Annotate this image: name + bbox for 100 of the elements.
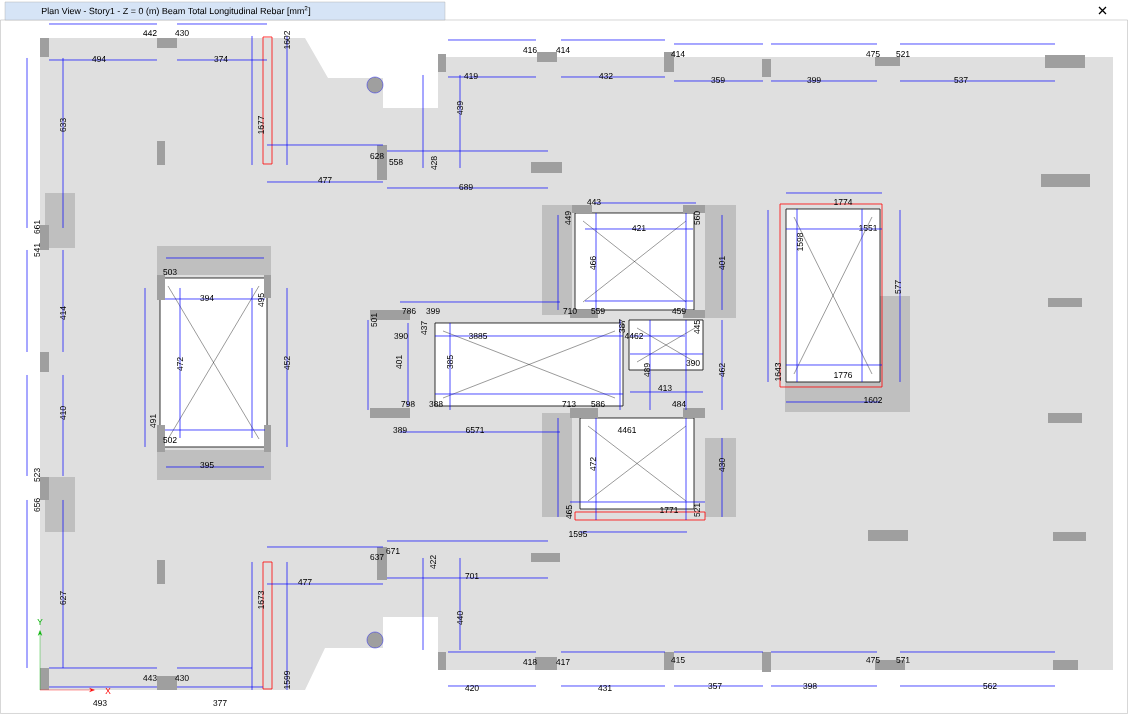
rebar-value: 472 <box>177 357 183 371</box>
rebar-value: 710 <box>563 308 577 314</box>
rebar-value: 390 <box>686 360 700 366</box>
rebar-value: 491 <box>150 414 156 428</box>
rebar-value: 437 <box>421 321 427 335</box>
rebar-value: 1643 <box>775 362 781 381</box>
rebar-value: 1771 <box>660 507 678 513</box>
rebar-value: 1551 <box>859 225 877 231</box>
axis-label: Y <box>37 619 43 625</box>
rebar-value: 4462 <box>624 333 643 339</box>
rebar-value: 502 <box>163 437 177 443</box>
rebar-value: 387 <box>619 319 625 333</box>
rebar-value: 521 <box>694 503 700 517</box>
title-tab: Plan View - Story1 - Z = 0 (m) Beam Total Longitudinal Rebar [mm$^{2}$] <box>4 1 446 21</box>
rebar-value: 633 <box>60 118 66 132</box>
rebar-value: 430 <box>719 458 725 472</box>
rebar-value: 439 <box>457 101 463 115</box>
rebar-value: 495 <box>258 293 264 307</box>
rebar-value: 399 <box>807 77 821 83</box>
rebar-value: 537 <box>954 77 968 83</box>
rebar-value: 432 <box>599 73 613 79</box>
rebar-value: 503 <box>163 269 177 275</box>
rebar-value: 417 <box>556 659 570 665</box>
rebar-value: 586 <box>591 401 605 407</box>
rebar-value: 701 <box>465 573 479 579</box>
rebar-value: 430 <box>175 675 189 681</box>
rebar-value: 413 <box>658 385 672 391</box>
rebar-value: 562 <box>983 683 997 689</box>
rebar-value: 431 <box>598 685 612 691</box>
rebar-value: 418 <box>523 659 537 665</box>
rebar-value: 388 <box>429 401 443 407</box>
rebar-value: 558 <box>389 159 403 165</box>
rebar-value: 4461 <box>617 427 636 433</box>
rebar-value: 414 <box>60 306 66 320</box>
rebar-value: 493 <box>93 700 107 706</box>
rebar-value: 415 <box>671 657 685 663</box>
rebar-value: 449 <box>565 211 571 225</box>
rebar-value: 430 <box>175 30 189 36</box>
rebar-value: 1677 <box>258 116 264 134</box>
rebar-value: 501 <box>371 313 377 327</box>
rebar-value: 475 <box>866 657 880 663</box>
rebar-value: 374 <box>214 56 228 62</box>
rebar-value: 421 <box>632 225 646 231</box>
rebar-value: 459 <box>672 308 686 314</box>
rebar-value: 419 <box>464 73 478 79</box>
rebar-value: 521 <box>896 51 910 57</box>
rebar-value: 671 <box>386 548 400 554</box>
rebar-value: 401 <box>719 256 725 270</box>
rebar-value: 385 <box>447 355 453 369</box>
rebar-value: 357 <box>708 683 722 689</box>
rebar-value: 443 <box>143 675 157 681</box>
rebar-value: 359 <box>711 77 725 83</box>
rebar-value: 475 <box>866 51 880 57</box>
rebar-value: 462 <box>719 363 725 377</box>
rebar-value: 559 <box>591 308 605 314</box>
rebar-value: 1595 <box>569 531 588 537</box>
rebar-value: 523 <box>34 468 40 482</box>
rebar-value: 401 <box>396 355 402 369</box>
rebar-value: 484 <box>672 401 686 407</box>
rebar-value: 377 <box>213 700 227 706</box>
rebar-value: 416 <box>523 47 537 53</box>
rebar-value: 465 <box>566 505 572 519</box>
rebar-value: 395 <box>200 462 214 468</box>
rebar-value: 1673 <box>258 590 264 609</box>
rebar-value: 466 <box>590 256 596 270</box>
rebar-value: 627 <box>60 591 66 605</box>
rebar-value: 1602 <box>284 31 290 49</box>
rebar-value: 410 <box>60 406 66 420</box>
rebar-value: 628 <box>370 153 384 159</box>
rebar-value: 390 <box>394 333 408 339</box>
rebar-value: 445 <box>694 320 700 334</box>
rebar-value: 6571 <box>466 427 484 433</box>
rebar-value: 428 <box>431 156 437 170</box>
rebar-value: 541 <box>34 243 40 257</box>
rebar-value: 442 <box>143 30 157 36</box>
rebar-value: 443 <box>587 199 601 205</box>
rebar-value: 656 <box>34 498 40 512</box>
rebar-value: 577 <box>895 280 901 294</box>
rebar-value: 477 <box>318 177 332 183</box>
rebar-value: 489 <box>644 363 650 377</box>
rebar-value: 420 <box>465 685 479 691</box>
rebar-value: 786 <box>402 308 416 314</box>
rebar-value: 414 <box>556 47 570 53</box>
rebar-value: 1774 <box>834 199 853 205</box>
rebar-value: 394 <box>200 295 214 301</box>
rebar-value: 3885 <box>468 333 488 339</box>
rebar-value: 477 <box>298 579 312 585</box>
rebar-value: 661 <box>34 220 40 234</box>
rebar-value: 398 <box>803 683 817 689</box>
rebar-value: 422 <box>430 555 436 569</box>
rebar-value: 494 <box>92 56 106 62</box>
axis-label: X <box>105 688 111 694</box>
rebar-value: 1602 <box>864 397 882 403</box>
rebar-value: 1776 <box>834 372 853 378</box>
rebar-value: 798 <box>401 401 415 407</box>
rebar-value: 1598 <box>797 232 803 251</box>
rebar-value: 713 <box>562 401 576 407</box>
rebar-value: 560 <box>694 211 700 225</box>
rebar-value: 414 <box>671 51 685 57</box>
rebar-value: 637 <box>370 554 384 560</box>
